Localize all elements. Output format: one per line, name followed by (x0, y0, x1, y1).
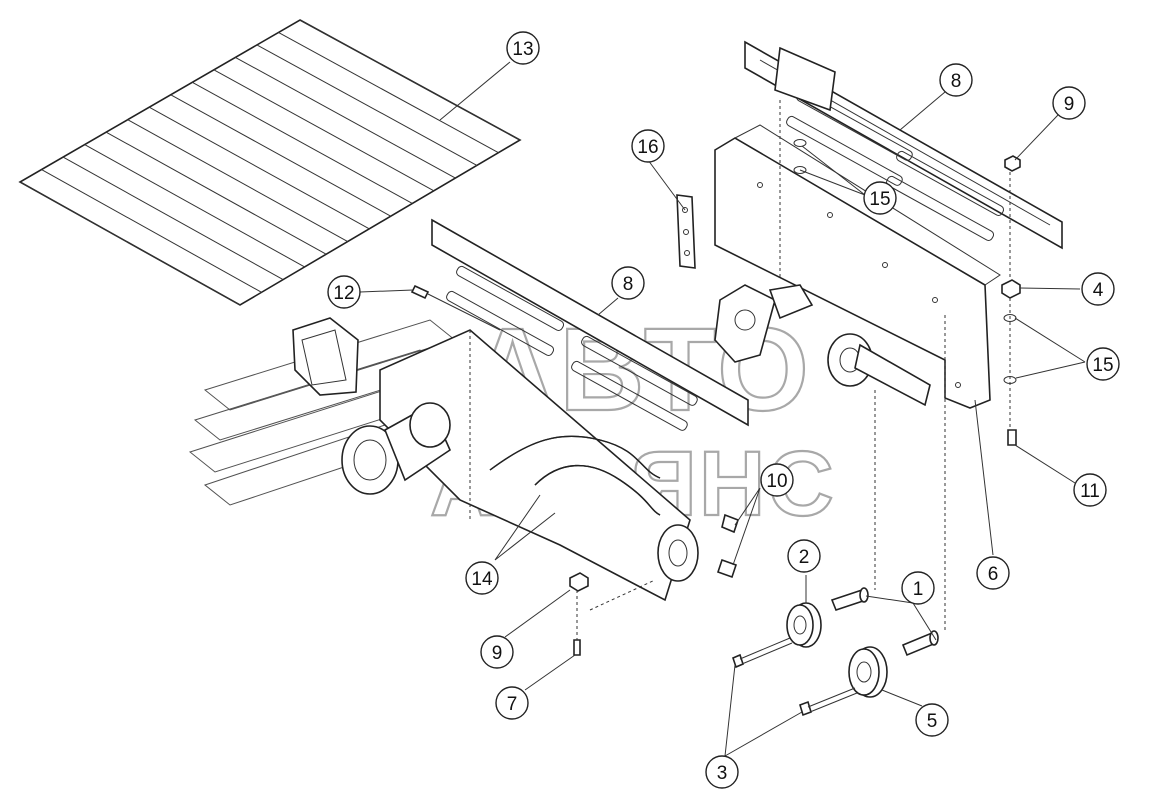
callout-14: 14 (465, 561, 499, 595)
callout-label: 7 (507, 694, 518, 715)
callout-7: 7 (495, 686, 529, 720)
grille-slat (192, 81, 413, 204)
callout-circle (327, 275, 361, 309)
grille-slat (256, 44, 478, 166)
callout-circle (705, 755, 739, 789)
callout-circle (1086, 347, 1120, 381)
grille-slat (148, 106, 370, 230)
bolt-part-7 (573, 639, 581, 656)
callout-label: 2 (799, 547, 810, 568)
callout-label: 3 (717, 763, 728, 784)
fitting-part-10-b (716, 558, 738, 579)
callout-circle (631, 129, 665, 163)
callout-circle (939, 63, 973, 97)
callout-circle (915, 703, 949, 737)
callout-label: 15 (869, 189, 890, 210)
callout-9: 9 (480, 635, 514, 669)
grille-slat (299, 19, 521, 141)
callout-8: 8 (611, 266, 645, 300)
bracket-part-8-lower (431, 218, 749, 431)
grille-slat (62, 156, 284, 281)
bolt-part-3-upper (732, 637, 793, 669)
callout-circle (465, 561, 499, 595)
bracket-part-8-upper (744, 40, 1063, 250)
callout-label: 6 (988, 564, 999, 585)
fitting-part-10-a (721, 513, 740, 534)
callout-label: 4 (1093, 280, 1104, 301)
callout-label: 9 (492, 643, 503, 664)
callout-label: 8 (951, 71, 962, 92)
callout-circle (1052, 86, 1086, 120)
callout-label: 14 (471, 569, 493, 590)
bolt-part-11 (1007, 429, 1017, 446)
callout-label: 15 (1092, 355, 1113, 376)
callout-circle (976, 556, 1010, 590)
bolt-part-3-lower (799, 687, 858, 717)
callout-10: 10 (760, 463, 794, 497)
callout-5: 5 (915, 703, 949, 737)
hoses-part-14 (489, 435, 661, 516)
callout-layer: 13 16 8 9 15 12 8 4 15 11 10 6 2 1 14 9 7 5 3 (327, 31, 1120, 789)
callout-12: 12 (327, 275, 361, 309)
grille-part-13 (18, 19, 522, 306)
connector-part-12 (410, 284, 430, 300)
strap-part-16 (676, 194, 696, 269)
callout-label: 12 (333, 283, 354, 304)
nut-part-9-lower (569, 572, 589, 592)
callout-8: 8 (939, 63, 973, 97)
grille-slat (170, 94, 392, 217)
washer-part-15-d (793, 166, 807, 174)
callout-circle (1081, 272, 1115, 306)
callout-4: 4 (1081, 272, 1115, 306)
nut-part-4 (1001, 279, 1021, 299)
callout-1: 1 (901, 571, 935, 605)
grille-slat (127, 119, 348, 242)
grille-slat (105, 131, 327, 255)
callout-label: 5 (927, 711, 938, 732)
grille-slat (235, 56, 456, 179)
callout-label: 13 (512, 39, 533, 60)
callout-9: 9 (1052, 86, 1086, 120)
callout-16: 16 (631, 129, 665, 163)
wheel-part-2 (786, 602, 822, 648)
motor-assembly (292, 284, 931, 602)
callout-label: 10 (766, 471, 787, 492)
callout-circle (611, 266, 645, 300)
pin-part-1-upper (830, 587, 869, 611)
callout-circle (506, 31, 540, 65)
callout-label: 16 (637, 137, 658, 158)
assembly-guide-lines (469, 100, 1011, 640)
callout-label: 9 (1064, 94, 1075, 115)
washer-part-15-a (1003, 314, 1017, 322)
grille-slat (278, 32, 499, 154)
callout-circle (901, 571, 935, 605)
callout-6: 6 (976, 556, 1010, 590)
callout-circle (480, 635, 514, 669)
grille-slat (41, 169, 262, 293)
grille-slat (213, 69, 435, 192)
callout-circle (863, 181, 897, 215)
leader-lines (359, 61, 1086, 757)
fasteners (410, 139, 1021, 656)
callout-15: 15 (1086, 347, 1120, 381)
callout-circle (1073, 473, 1107, 507)
washer-part-15-c (793, 139, 807, 147)
callout-label: 8 (623, 274, 634, 295)
grille-slat (84, 144, 305, 268)
callout-circle (495, 686, 529, 720)
callout-2: 2 (787, 539, 821, 573)
callout-3: 3 (705, 755, 739, 789)
callout-label: 1 (913, 579, 924, 600)
callout-circle (787, 539, 821, 573)
grille-slat (19, 181, 241, 306)
nut-part-9-upper (1004, 155, 1021, 172)
callout-label: 11 (1080, 481, 1100, 502)
callout-circle (760, 463, 794, 497)
callout-11: 11 (1073, 473, 1107, 507)
wheel-part-5 (848, 646, 888, 698)
callout-15: 15 (863, 181, 897, 215)
callout-13: 13 (506, 31, 540, 65)
